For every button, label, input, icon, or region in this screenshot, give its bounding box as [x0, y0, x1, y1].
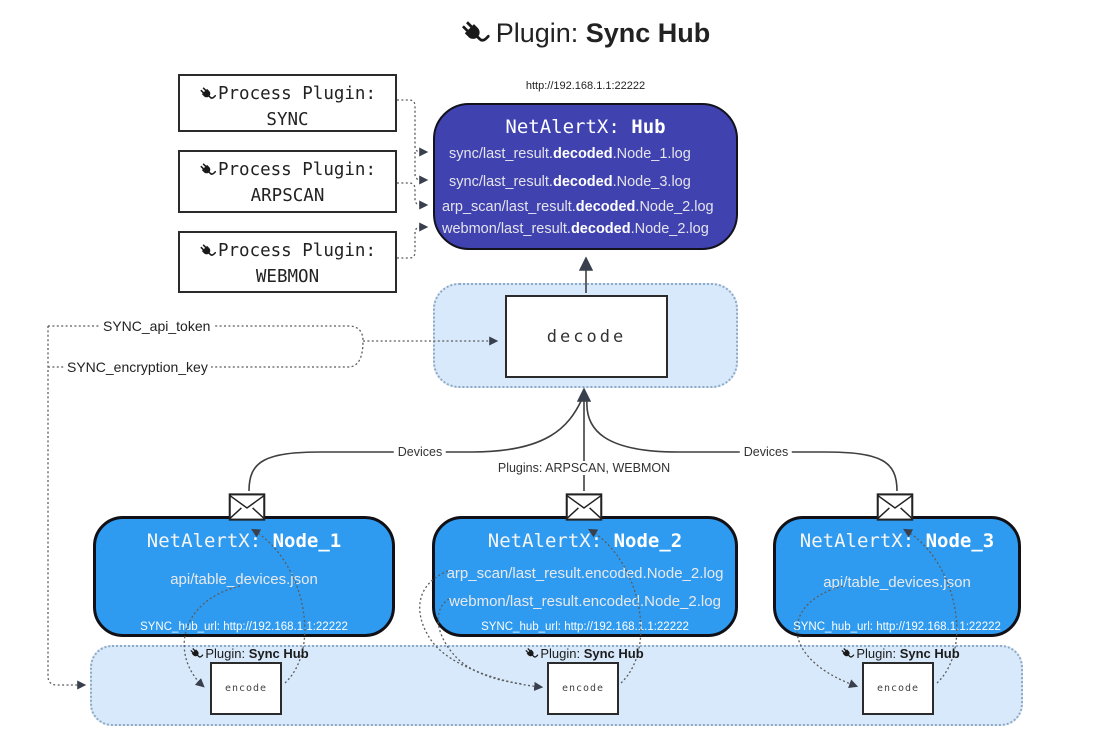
node-title: NetAlertX: Node_3: [799, 530, 995, 552]
process-plugin-name: SYNC: [266, 110, 309, 130]
plug-icon: [524, 646, 539, 660]
hub-log-line: sync/last_result.decoded.Node_1.log: [449, 146, 691, 162]
encode-label: encode: [876, 683, 920, 694]
node-title: NetAlertX: Node_1: [146, 530, 342, 552]
edge-label-devices-left: Devices: [393, 445, 447, 459]
node-content-line: arp_scan/last_result.encoded.Node_2.log: [446, 565, 724, 582]
sync-encryption-key-label: SYNC_encryption_key: [64, 359, 211, 375]
plug-icon: [459, 18, 490, 48]
node-content-line: api/table_devices.json: [170, 571, 318, 588]
process-plugin-label: Process Plugin:: [217, 241, 377, 261]
edge-label-devices-right: Devices: [739, 445, 793, 459]
encode-plugin-label: Plugin: Sync Hub: [524, 646, 644, 661]
hub-title: NetAlertX: Hub: [435, 116, 736, 138]
process-plugin-label: Process Plugin:: [217, 160, 377, 180]
plug-icon: [198, 85, 216, 102]
edge-keys-to-encode-band: [47, 326, 87, 690]
hub-url-label: http://192.168.1.1:22222: [525, 80, 646, 92]
process-plugin-box-webmon: Process Plugin: WEBMON: [178, 231, 397, 293]
encode-plugin-label: Plugin: Sync Hub: [840, 646, 960, 661]
node-footer: SYNC_hub_url: http://192.168.1.1:22222: [140, 621, 348, 633]
node-footer: SYNC_hub_url: http://192.168.1.1:22222: [793, 621, 1001, 633]
hub-title-name: Hub: [631, 116, 666, 138]
edge-arpscan-to-log3: [397, 182, 429, 210]
node2-box: NetAlertX: Node_2 arp_scan/last_result.e…: [432, 516, 738, 637]
encode-label: encode: [561, 683, 605, 694]
encode-label: encode: [224, 683, 268, 694]
hub-box: NetAlertX: Hub sync/last_result.decoded.…: [433, 103, 738, 250]
edge-webmon-to-log4: [397, 222, 429, 259]
page-title-prefix: Plugin:: [495, 18, 586, 48]
plug-icon: [840, 646, 855, 660]
node1-box: NetAlertX: Node_1 api/table_devices.json…: [93, 516, 395, 637]
decode-label: decode: [546, 326, 627, 347]
plug-icon: [189, 646, 204, 660]
sync-api-token-label: SYNC_api_token: [100, 318, 214, 334]
encode-plugin-label: Plugin: Sync Hub: [189, 646, 309, 661]
process-plugin-name: ARPSCAN: [250, 186, 325, 206]
node-title: NetAlertX: Node_2: [487, 530, 683, 552]
hub-log-line: sync/last_result.decoded.Node_3.log: [449, 174, 691, 190]
plug-icon: [198, 242, 216, 259]
edge-sync-to-log2: [414, 152, 429, 185]
encode-box: encode: [210, 662, 282, 715]
page-title: Plugin: Sync Hub: [459, 18, 711, 49]
node-content-line: api/table_devices.json: [823, 574, 971, 591]
hub-title-prefix: NetAlertX:: [505, 116, 632, 138]
edge-sync-to-log1: [397, 99, 429, 157]
encode-box: encode: [862, 662, 934, 715]
plug-icon: [198, 161, 216, 178]
page-title-bold: Sync Hub: [585, 18, 711, 48]
process-plugin-label: Process Plugin:: [217, 84, 377, 104]
decode-box: decode: [505, 295, 668, 378]
process-plugin-name: WEBMON: [255, 267, 320, 287]
node-content-line: webmon/last_result.encoded.Node_2.log: [449, 593, 721, 610]
node-footer: SYNC_hub_url: http://192.168.1.1:22222: [481, 621, 689, 633]
hub-log-line: webmon/last_result.decoded.Node_2.log: [442, 221, 709, 237]
hub-log-line: arp_scan/last_result.decoded.Node_2.log: [442, 199, 714, 215]
process-plugin-box-sync: Process Plugin: SYNC: [178, 74, 397, 132]
node3-box: NetAlertX: Node_3 api/table_devices.json…: [773, 516, 1021, 637]
process-plugin-box-arpscan: Process Plugin: ARPSCAN: [178, 150, 397, 213]
encode-box: encode: [547, 662, 619, 715]
edge-label-plugins-mid: Plugins: ARPSCAN, WEBMON: [493, 461, 675, 475]
